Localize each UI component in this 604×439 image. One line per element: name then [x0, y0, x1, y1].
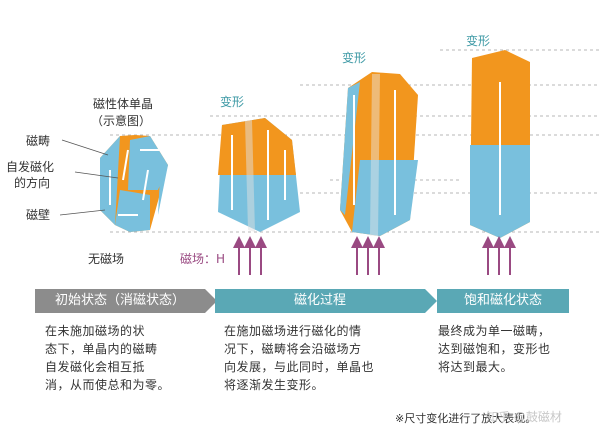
label-deform-2: 变形 [342, 51, 367, 65]
description-process: 在施加磁场进行磁化的情 况下，磁畴将会沿磁场方 向发展，与此同时，单晶也 将逐渐… [224, 322, 374, 394]
banner-initial: 初始状态（消磁状态） [54, 293, 185, 308]
banner-saturated-bg [437, 289, 569, 313]
desc-line: 最终成为单一磁畴， [438, 324, 551, 338]
desc-line: 在施加磁场进行磁化的情 [224, 324, 362, 338]
desc-line: 在未施加磁场的状 [45, 324, 146, 338]
desc-line: 达到磁饱和，变形也 [438, 342, 551, 356]
desc-line: 态下，单晶内的磁畴 [45, 342, 158, 356]
desc-line: 将逐渐发生变形。 [224, 378, 325, 392]
label-deform-1: 变形 [220, 95, 245, 109]
crystal-saturated [470, 50, 530, 238]
banner-arrow-process [215, 289, 437, 313]
banner-saturated: 饱和磁化状态 [463, 293, 542, 308]
label-domain: 磁畴 [26, 134, 51, 148]
banner-arrow-initial [35, 289, 217, 313]
description-initial: 在未施加磁场的状 态下，单晶内的磁畴 自发磁化会相互抵 消，从而使总和为零。 [45, 322, 170, 394]
description-saturated: 最终成为单一磁畴， 达到磁饱和，变形也 将达到最大。 [438, 322, 551, 376]
field-arrows [233, 236, 516, 275]
leader-lines [59, 139, 119, 216]
crystal-initial [100, 135, 168, 232]
crystal-subtitle: （示意图） [91, 114, 152, 128]
crystal-process-1 [218, 118, 300, 232]
watermark: 知乎 @鼓磁材 [486, 410, 562, 424]
desc-line: 况下，磁畴将会沿磁场方 [224, 342, 362, 356]
label-spontaneous-1: 自发磁化 [6, 160, 55, 174]
desc-line: 消，从而使总和为零。 [45, 378, 171, 392]
footnote: ※尺寸变化进行了放大表现。 [395, 412, 537, 425]
desc-line: 自发磁化会相互抵 [45, 360, 146, 374]
crystal-process-2 [340, 72, 418, 236]
label-spontaneous-2: 的方向 [14, 176, 51, 190]
banner-process: 磁化过程 [293, 293, 346, 308]
crystal-title: 磁性体单晶 [93, 97, 154, 111]
label-field: 磁场：H [180, 252, 226, 266]
label-deform-3: 变形 [466, 34, 491, 48]
desc-line: 向发展，与此同时，单晶也 [224, 360, 375, 374]
desc-line: 将达到最大。 [438, 360, 514, 374]
label-no-field: 无磁场 [88, 252, 125, 266]
label-wall: 磁壁 [26, 208, 51, 222]
